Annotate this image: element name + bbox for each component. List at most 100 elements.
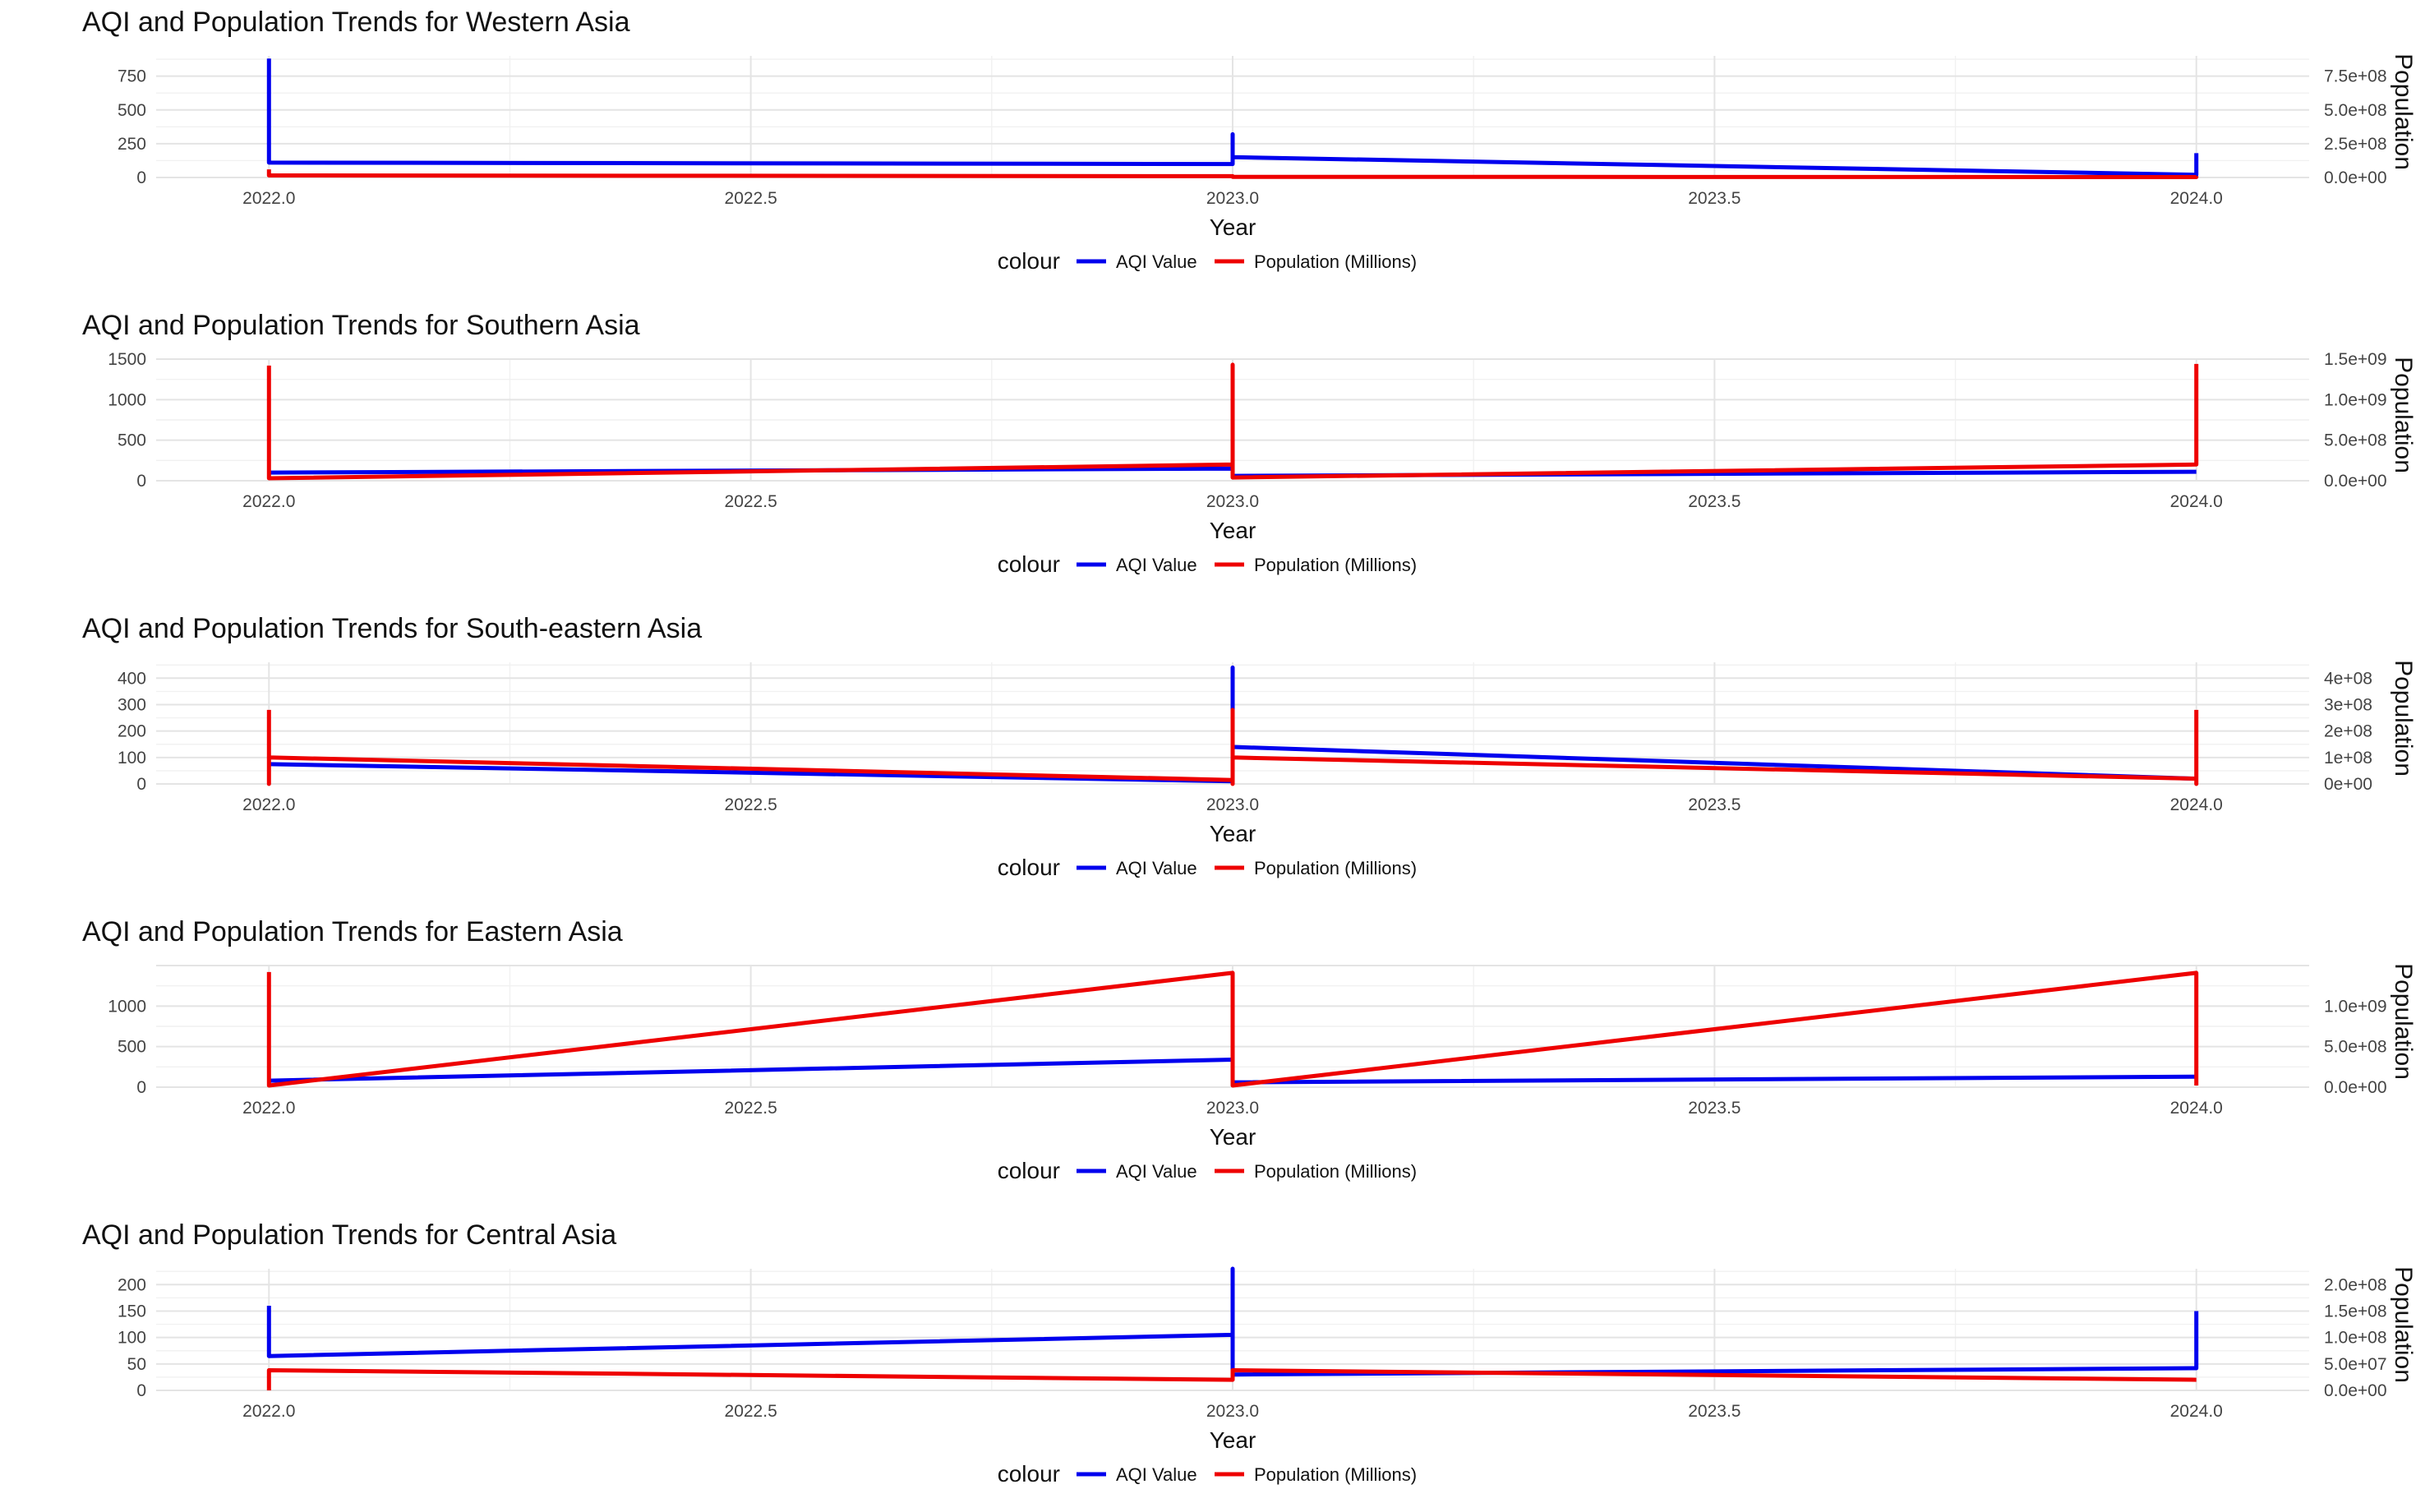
y2-tick-label: 5.0e+08: [2324, 101, 2387, 120]
y-tick-label: 0: [136, 1078, 146, 1097]
y-tick-label: 0: [136, 775, 146, 794]
y2-tick-label: 0e+00: [2324, 775, 2372, 794]
y2-tick-label: 0.0e+00: [2324, 1078, 2387, 1097]
y-tick-label: 0: [136, 1381, 146, 1400]
legend-label-aqi: AQI Value: [1116, 251, 1197, 272]
panel-2: AQI and Population Trends for Southern A…: [82, 310, 2416, 577]
series-line-population: [266, 1368, 2197, 1390]
legend-title: colour: [998, 248, 1060, 274]
y-tick-label: 100: [118, 1329, 146, 1348]
y2-tick-label: 0.0e+00: [2324, 168, 2387, 187]
x-tick-label: 2022.0: [242, 795, 295, 814]
x-tick-label: 2023.5: [1688, 795, 1741, 814]
legend-label-population: Population (Millions): [1254, 858, 1417, 878]
y-tick-label: 1000: [108, 390, 146, 409]
y-tick-label: 50: [127, 1355, 146, 1374]
y2-tick-label: 2.5e+08: [2324, 135, 2387, 154]
y-tick-label: 100: [118, 749, 146, 768]
y2-tick-label: 1.5e+09: [2324, 350, 2387, 369]
y-tick-label: 0: [136, 472, 146, 491]
legend: colour AQI Value Population (Millions): [998, 551, 1417, 577]
y-tick-label: 1000: [108, 997, 146, 1016]
y-tick-label: 200: [118, 722, 146, 741]
x-tick-label: 2023.0: [1206, 492, 1259, 511]
legend-label-population: Population (Millions): [1254, 251, 1417, 272]
panel-1: AQI and Population Trends for Western As…: [82, 7, 2416, 274]
legend-label-aqi: AQI Value: [1116, 1464, 1197, 1485]
legend-label-population: Population (Millions): [1254, 555, 1417, 575]
y-tick-label: 250: [118, 135, 146, 154]
x-tick-label: 2022.5: [725, 1402, 777, 1421]
panel-4: AQI and Population Trends for Eastern As…: [82, 916, 2416, 1183]
legend-title: colour: [998, 551, 1060, 577]
x-tick-label: 2023.5: [1688, 189, 1741, 208]
y2-tick-label: 0.0e+00: [2324, 472, 2387, 491]
y-tick-label: 150: [118, 1302, 146, 1321]
legend-title: colour: [998, 1461, 1060, 1487]
legend-title: colour: [998, 855, 1060, 880]
legend-label-aqi: AQI Value: [1116, 555, 1197, 575]
x-tick-label: 2023.0: [1206, 1402, 1259, 1421]
y2-tick-label: 1.0e+09: [2324, 997, 2387, 1016]
y2-tick-label: 0.0e+00: [2324, 1381, 2387, 1400]
x-tick-label: 2022.0: [242, 189, 295, 208]
x-axis-label: Year: [1210, 214, 1256, 240]
x-tick-label: 2023.0: [1206, 1099, 1259, 1118]
panel-5: AQI and Population Trends for Central As…: [82, 1219, 2416, 1487]
y2-tick-label: 1.5e+08: [2324, 1302, 2387, 1321]
y2-tick-label: 1e+08: [2324, 749, 2372, 768]
series-line-population: [266, 169, 2199, 179]
x-tick-label: 2023.5: [1688, 1402, 1741, 1421]
x-tick-label: 2023.0: [1206, 189, 1259, 208]
chart-title: AQI and Population Trends for Western As…: [82, 7, 630, 38]
y2-tick-label: 2e+08: [2324, 722, 2372, 741]
x-tick-label: 2022.5: [725, 492, 777, 511]
x-axis-label: Year: [1210, 821, 1256, 846]
series-line-aqi: [266, 1266, 2199, 1377]
chart-title: AQI and Population Trends for Central As…: [82, 1219, 616, 1251]
y-tick-label: 500: [118, 1038, 146, 1057]
x-tick-label: 2024.0: [2170, 1099, 2223, 1118]
x-tick-label: 2023.0: [1206, 795, 1259, 814]
y2-axis-label: Population: [2390, 53, 2416, 170]
legend-title: colour: [998, 1158, 1060, 1183]
chart-title: AQI and Population Trends for South-east…: [82, 613, 702, 644]
x-axis-label: Year: [1210, 1427, 1256, 1453]
y2-axis-label: Population: [2390, 357, 2416, 473]
chart-title: AQI and Population Trends for Southern A…: [82, 310, 640, 341]
y-tick-label: 300: [118, 695, 146, 714]
y2-axis-label: Population: [2390, 660, 2416, 777]
y-tick-label: 750: [118, 67, 146, 86]
series-line-population: [266, 362, 2199, 481]
x-tick-label: 2024.0: [2170, 492, 2223, 511]
x-tick-label: 2024.0: [2170, 189, 2223, 208]
x-tick-label: 2023.5: [1688, 1099, 1741, 1118]
y2-tick-label: 5.0e+07: [2324, 1355, 2387, 1374]
y-tick-label: 500: [118, 101, 146, 120]
y-tick-label: 0: [136, 168, 146, 187]
x-tick-label: 2022.0: [242, 492, 295, 511]
legend-label-aqi: AQI Value: [1116, 1161, 1197, 1182]
series-line-aqi: [269, 665, 2197, 784]
legend: colour AQI Value Population (Millions): [998, 1461, 1417, 1487]
series-line-population: [266, 708, 2199, 786]
y2-axis-label: Population: [2390, 963, 2416, 1080]
y2-tick-label: 3e+08: [2324, 695, 2372, 714]
y2-tick-label: 4e+08: [2324, 669, 2372, 688]
series-line-aqi: [266, 58, 2199, 177]
y2-tick-label: 1.0e+09: [2324, 390, 2387, 409]
y2-tick-label: 7.5e+08: [2324, 67, 2387, 86]
legend-label-population: Population (Millions): [1254, 1464, 1417, 1485]
x-tick-label: 2022.0: [242, 1402, 295, 1421]
legend: colour AQI Value Population (Millions): [998, 855, 1417, 880]
y2-tick-label: 1.0e+08: [2324, 1329, 2387, 1348]
y-tick-label: 500: [118, 431, 146, 450]
legend-label-aqi: AQI Value: [1116, 858, 1197, 878]
x-tick-label: 2024.0: [2170, 1402, 2223, 1421]
series-line-population: [266, 970, 2199, 1088]
x-tick-label: 2023.5: [1688, 492, 1741, 511]
x-axis-label: Year: [1210, 518, 1256, 543]
legend: colour AQI Value Population (Millions): [998, 248, 1417, 274]
